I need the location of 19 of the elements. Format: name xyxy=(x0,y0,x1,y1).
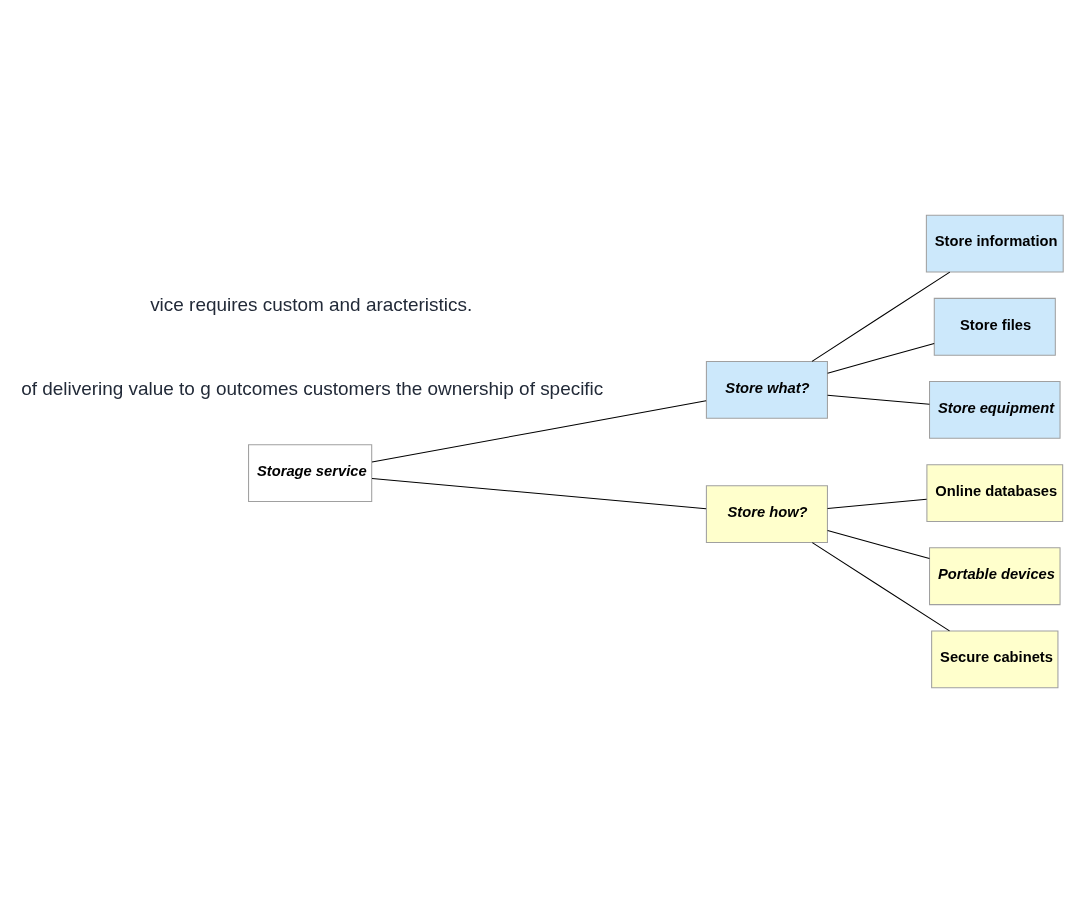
connector xyxy=(371,477,707,509)
node-box: Storage service xyxy=(248,443,373,502)
label: of delivering value to g outcomes customers the ownership of specific xyxy=(21,377,604,399)
node-box: Store equipment xyxy=(929,380,1061,439)
connector xyxy=(371,399,707,462)
connector xyxy=(827,342,935,374)
node-box: Store how? xyxy=(705,484,828,543)
label: vice requires custom and aracteristics. xyxy=(150,293,473,315)
node-box: Secure cabinets xyxy=(931,629,1059,688)
node-box: Store what? xyxy=(705,360,828,419)
connector xyxy=(827,498,928,509)
connector xyxy=(827,529,930,559)
node-box: Store information xyxy=(925,214,1064,273)
node-box: Store files xyxy=(933,297,1056,356)
node-box: Online databases xyxy=(926,463,1064,522)
node-box: Portable devices xyxy=(929,546,1061,605)
connector xyxy=(811,271,951,362)
connector xyxy=(811,541,951,631)
connector xyxy=(827,394,930,405)
